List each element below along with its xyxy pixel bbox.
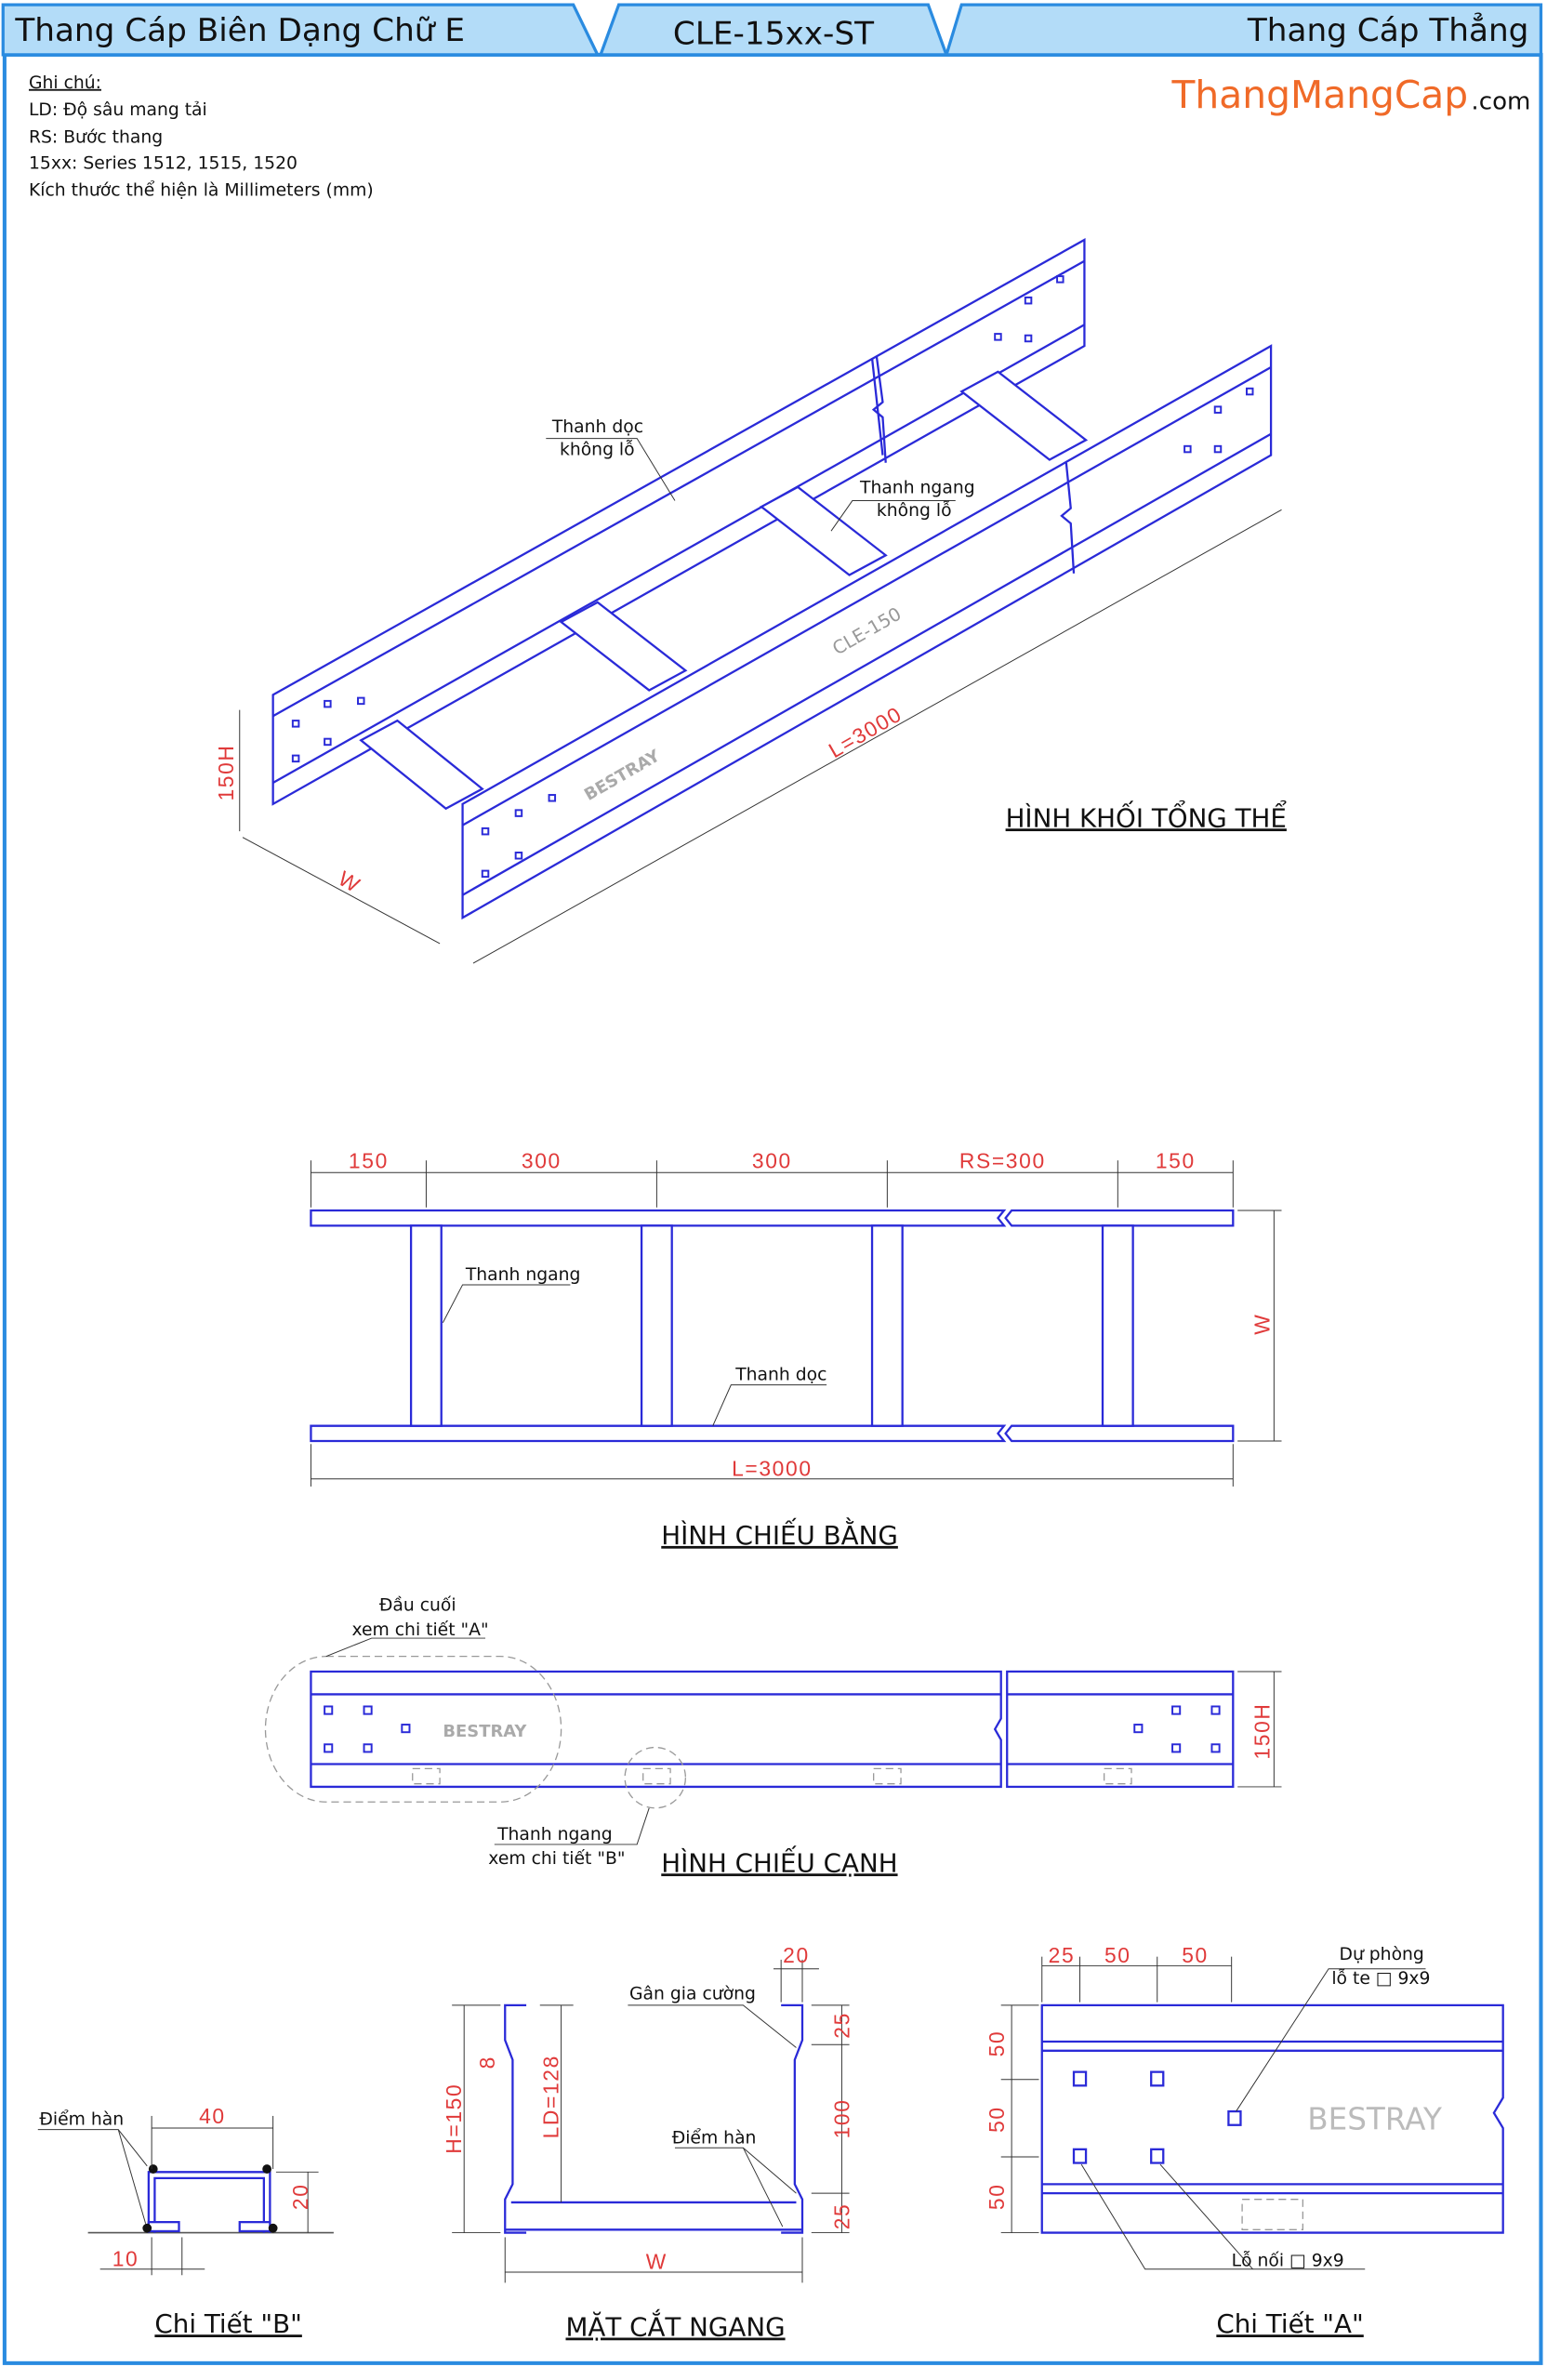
- holes: [291, 275, 1254, 879]
- dim-height: H=150: [442, 2083, 466, 2154]
- bestray-logo: BESTRAY: [443, 1722, 527, 1741]
- brand-suffix: .com: [1471, 88, 1530, 116]
- dim-top: 50: [1182, 1943, 1209, 1967]
- dim-height: 20: [288, 2183, 312, 2210]
- dim-top: 50: [1104, 1943, 1131, 1967]
- dim-top: 25: [1049, 1943, 1076, 1967]
- callout-rung: Thanh ngang: [465, 1265, 581, 1285]
- detail-a: BESTRAY 25 50 50 50 50 50 Dự phòng lỗ te…: [985, 1943, 1504, 2339]
- callout-end-2: xem chi tiết "A": [351, 1620, 488, 1640]
- callout-weld: Điểm hàn: [672, 2127, 757, 2148]
- section-title: MẶT CẮT NGANG: [566, 2308, 786, 2343]
- rung: [409, 1224, 443, 1427]
- note-line: Kích thước thể hiện là Millimeters (mm): [29, 180, 374, 201]
- callout-rung-2: xem chi tiết "B": [488, 1848, 625, 1869]
- detail-a-title: Chi Tiết "A": [1216, 2308, 1363, 2339]
- note-line: LD: Độ sâu mang tải: [29, 100, 207, 120]
- dim-width: W: [646, 2250, 668, 2274]
- dim-rib-bottom: 25: [830, 2203, 854, 2230]
- dim-end: 150: [349, 1148, 389, 1172]
- dim-load-depth: LD=128: [538, 2055, 562, 2138]
- plan-title: HÌNH CHIẾU BẰNG: [661, 1516, 898, 1551]
- callout-rung: Thanh ngang: [496, 1825, 613, 1844]
- dim-rung-spacing: 300: [752, 1148, 792, 1172]
- dim-rib-top: 25: [830, 2012, 854, 2039]
- header-right-title: Thang Cáp Thẳng: [1247, 11, 1529, 49]
- dim-length: L=3000: [732, 1457, 813, 1481]
- dim-lip: 8: [475, 2056, 499, 2069]
- isometric-view: CLE-150 BESTRAY 150H W L=3000 Thanh dọc …: [214, 237, 1288, 964]
- left-rail: [271, 237, 1086, 806]
- note-line: 15xx: Series 1512, 1515, 1520: [29, 153, 298, 173]
- callout-rung: Thanh ngang: [859, 478, 975, 497]
- brand-logo[interactable]: ThangMangCap .com: [1171, 73, 1531, 117]
- dim-rs: RS=300: [959, 1148, 1046, 1172]
- callout-end: Đầu cuối: [379, 1595, 456, 1616]
- header-tab-left: [1, 3, 601, 57]
- dim-width: 40: [199, 2104, 226, 2128]
- callout-weld: Điểm hàn: [39, 2109, 124, 2130]
- notes: Ghi chú: LD: Độ sâu mang tải RS: Bước th…: [29, 73, 374, 201]
- side-view: BESTRAY Đầu cuối xem chi tiết "A" Thanh …: [264, 1595, 1282, 1878]
- callout-spare-hole: Dự phòng: [1340, 1945, 1424, 1964]
- header: Thang Cáp Biên Dạng Chữ E CLE-15xx-ST Th…: [1, 3, 1543, 57]
- callout-rib: Gân gia cường: [629, 1984, 756, 2003]
- cross-section: H=150 LD=128 8 20 25 100 25 W Gân gia cư…: [442, 1943, 854, 2342]
- detail-b-title: Chi Tiết "B": [154, 2308, 301, 2339]
- notes-heading: Ghi chú:: [29, 73, 101, 93]
- dim-width: W: [1250, 1314, 1274, 1335]
- dim-width: W: [335, 866, 365, 897]
- rung: [1101, 1224, 1134, 1427]
- header-center-code: CLE-15xx-ST: [673, 15, 875, 52]
- dim-height: 150H: [214, 744, 238, 800]
- header-left-title: Thang Cáp Biên Dạng Chữ E: [14, 12, 465, 49]
- callout-rail: Thanh dọc: [551, 417, 643, 437]
- rung: [640, 1224, 673, 1427]
- dim-top: 20: [783, 1943, 810, 1967]
- rungs: [359, 370, 1089, 811]
- dim-web: 100: [830, 2098, 854, 2138]
- dim-rung-spacing: 300: [522, 1148, 562, 1172]
- callout-spare-hole-2: lỗ te □ 9x9: [1331, 1967, 1430, 1989]
- note-line: RS: Bước thang: [29, 128, 163, 148]
- plan-view: 150 300 300 RS=300 150 L=3000 W Thanh ng…: [310, 1148, 1282, 1551]
- isometric-title: HÌNH KHỐI TỔNG THỂ: [1006, 799, 1288, 833]
- brand-name: ThangMangCap: [1171, 73, 1469, 117]
- callout-rail: Thanh dọc: [734, 1366, 826, 1385]
- dim-end: 150: [1156, 1148, 1196, 1172]
- dim-side: 50: [985, 2183, 1009, 2210]
- rung: [870, 1224, 904, 1427]
- dim-length: L=3000: [825, 701, 906, 762]
- header-tab-right: [944, 3, 1543, 57]
- bestray-logo: BESTRAY: [1307, 2102, 1442, 2137]
- dim-flange: 10: [112, 2246, 139, 2270]
- callout-rung-2: không lỗ: [877, 499, 952, 521]
- callout-rail-2: không lỗ: [560, 439, 635, 460]
- dim-height: 150H: [1250, 1702, 1274, 1759]
- dim-side: 50: [985, 2106, 1009, 2133]
- side-title: HÌNH CHIẾU CẠNH: [661, 1844, 897, 1878]
- callout-joint-hole: Lỗ nối □ 9x9: [1232, 2249, 1344, 2270]
- detail-b: Điểm hàn 40 20 10 Chi Tiết "B": [37, 2104, 334, 2339]
- dim-side: 50: [985, 2030, 1009, 2057]
- right-rail: [461, 344, 1273, 920]
